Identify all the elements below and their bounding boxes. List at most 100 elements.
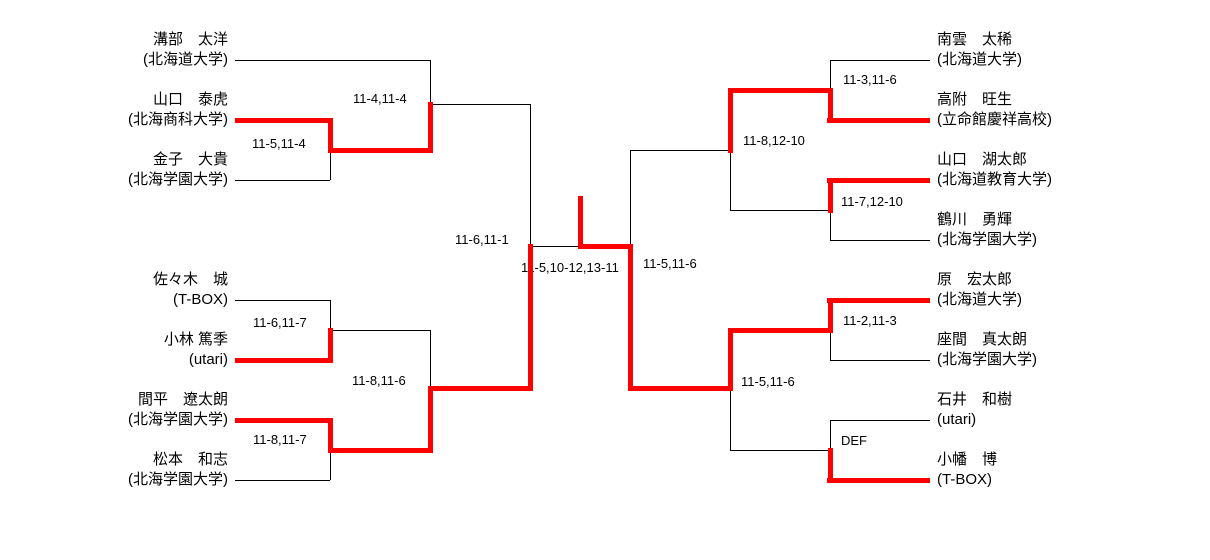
player-label: 小林 篤季 (utari) [0, 330, 228, 370]
champion-flag-line [578, 196, 583, 249]
player-team: (北海学園大学) [128, 171, 228, 188]
winner-path [328, 118, 333, 153]
winner-path [728, 88, 833, 93]
bracket-line [730, 210, 830, 211]
winner-path [828, 88, 833, 123]
player-label: 間平 遼太朗 (北海学園大学) [0, 390, 228, 430]
bracket-line [730, 450, 830, 451]
player-name: 間平 遼太朗 [137, 391, 228, 408]
winner-path [328, 448, 433, 453]
match-score: 11-5,11-4 [252, 136, 306, 151]
bracket-line [430, 104, 530, 105]
player-team: (北海学園大学) [128, 471, 228, 488]
player-label: 原 宏太郎 (北海道大学) [937, 270, 1022, 310]
player-label: 南雲 太稀 (北海道大学) [937, 30, 1022, 70]
winner-path [827, 118, 930, 123]
player-team: (北海学園大学) [937, 231, 1037, 248]
winner-path [328, 328, 333, 363]
player-name: 溝部 太洋 [152, 31, 228, 48]
player-label: 山口 泰虎 (北海商科大学) [0, 90, 228, 130]
bracket-line [830, 240, 930, 241]
player-name: 松本 和志 [152, 451, 228, 468]
player-name: 山口 泰虎 [152, 91, 228, 108]
player-label: 溝部 太洋 (北海道大学) [0, 30, 228, 70]
match-score: DEF [841, 433, 867, 448]
winner-path [428, 386, 533, 391]
match-score: 11-6,11-7 [253, 315, 307, 330]
winner-path [528, 244, 533, 391]
player-team: (立命館慶祥高校) [937, 111, 1052, 128]
player-label: 金子 大貴 (北海学園大学) [0, 150, 228, 190]
bracket-line [235, 300, 330, 301]
bracket-line [330, 330, 430, 331]
player-label: 小幡 博 (T-BOX) [937, 450, 997, 490]
winner-path [328, 418, 333, 453]
player-label: 佐々木 城 (T-BOX) [0, 270, 228, 310]
match-score: 11-6,11-1 [455, 232, 509, 247]
player-label: 石井 和樹 (utari) [937, 390, 1012, 430]
winner-path [828, 298, 833, 333]
player-name: 金子 大貴 [152, 151, 228, 168]
winner-path [235, 418, 333, 423]
player-team: (utari) [937, 411, 977, 428]
player-name: 座間 真太朗 [937, 331, 1028, 348]
match-score: 11-5,11-6 [741, 374, 795, 389]
player-name: 小林 篤季 [163, 331, 228, 348]
player-team: (北海学園大学) [937, 351, 1037, 368]
player-team: (北海道教育大学) [937, 171, 1052, 188]
player-label: 山口 湖太郎 (北海道教育大学) [937, 150, 1052, 190]
player-team: (utari) [188, 351, 228, 368]
bracket-line [235, 480, 330, 481]
winner-path [235, 358, 333, 363]
player-name: 南雲 太稀 [937, 31, 1013, 48]
match-score: 11-3,11-6 [843, 72, 897, 87]
player-label: 高附 旺生 (立命館慶祥高校) [937, 90, 1052, 130]
bracket-line [830, 60, 930, 61]
winner-path [628, 386, 733, 391]
player-name: 高附 旺生 [937, 91, 1013, 108]
final-score: 11-5,10-12,13-11 [521, 260, 619, 275]
bracket-line [530, 246, 580, 247]
winner-path [428, 386, 433, 453]
winner-path [235, 118, 333, 123]
winner-path [728, 328, 733, 391]
player-name: 原 宏太郎 [937, 271, 1013, 288]
winner-path [728, 328, 833, 333]
winner-path [578, 244, 633, 249]
match-score: 11-8,11-6 [352, 373, 406, 388]
match-score: 11-8,11-7 [253, 432, 307, 447]
player-team: (北海学園大学) [128, 411, 228, 428]
match-score: 11-4,11-4 [353, 91, 407, 106]
winner-path [828, 178, 833, 213]
match-score: 11-7,12-10 [841, 194, 903, 209]
winner-path [828, 448, 833, 483]
player-label: 鶴川 勇輝 (北海学園大学) [937, 210, 1037, 250]
match-score: 11-2,11-3 [843, 313, 897, 328]
winner-path [428, 102, 433, 153]
bracket-line [235, 60, 430, 61]
player-label: 座間 真太朗 (北海学園大学) [937, 330, 1037, 370]
player-name: 山口 湖太郎 [937, 151, 1028, 168]
winner-path [827, 478, 930, 483]
player-team: (北海道大学) [937, 51, 1022, 68]
player-name: 石井 和樹 [937, 391, 1013, 408]
winner-path [328, 148, 433, 153]
player-team: (T-BOX) [937, 471, 992, 488]
match-score: 11-8,12-10 [743, 133, 805, 148]
player-name: 佐々木 城 [152, 271, 228, 288]
player-team: (北海道大学) [143, 51, 228, 68]
bracket-line [630, 150, 730, 151]
player-team: (T-BOX) [173, 291, 228, 308]
winner-path [827, 298, 930, 303]
player-label: 松本 和志 (北海学園大学) [0, 450, 228, 490]
player-name: 小幡 博 [937, 451, 998, 468]
match-score: 11-5,11-6 [643, 256, 697, 271]
winner-path [728, 88, 733, 153]
bracket-line [830, 420, 930, 421]
player-name: 鶴川 勇輝 [937, 211, 1013, 228]
player-team: (北海道大学) [937, 291, 1022, 308]
winner-path [628, 244, 633, 391]
bracket-line [830, 360, 930, 361]
winner-path [827, 178, 930, 183]
